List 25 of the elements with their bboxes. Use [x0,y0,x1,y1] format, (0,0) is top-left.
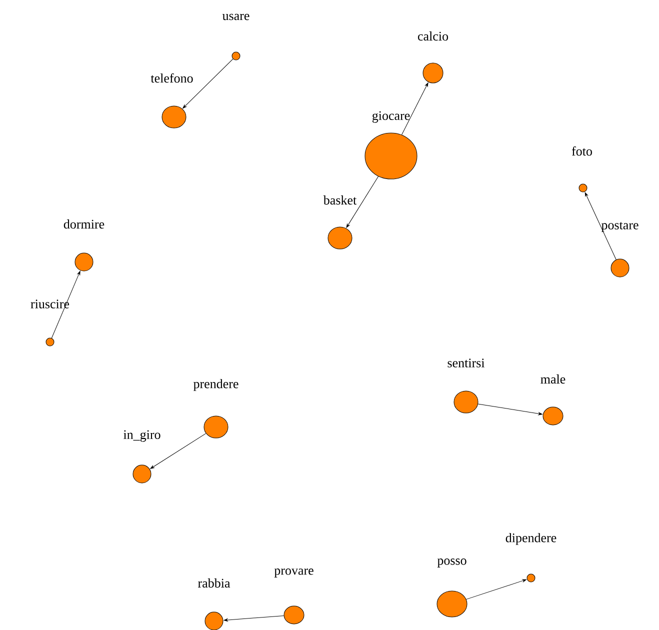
node-label: postare [601,222,638,232]
arrow [182,58,234,108]
arrow [402,82,428,136]
node-label: basket [323,195,357,205]
arrow [224,616,284,622]
arrow [51,270,80,338]
node-label: in_giro [124,430,160,442]
node-label: male [540,374,566,384]
node-label: posso [437,558,466,568]
arrow [478,404,542,416]
node-label: foto [572,146,592,156]
node-label: telefono [150,73,193,83]
node-label: sentirsi [448,358,485,368]
node-label: usare [222,14,250,20]
node-label: dipendere [506,533,556,545]
node-label: calcio [418,31,448,41]
node-label: provare [274,568,314,578]
arrow [346,176,379,228]
arrow [584,192,616,260]
node-label: giocare [372,111,410,123]
arrow [150,433,206,469]
node-label: prendere [193,379,238,391]
node-label: dormire [64,219,104,229]
arrow [466,579,526,600]
node-label: rabbia [198,578,230,588]
